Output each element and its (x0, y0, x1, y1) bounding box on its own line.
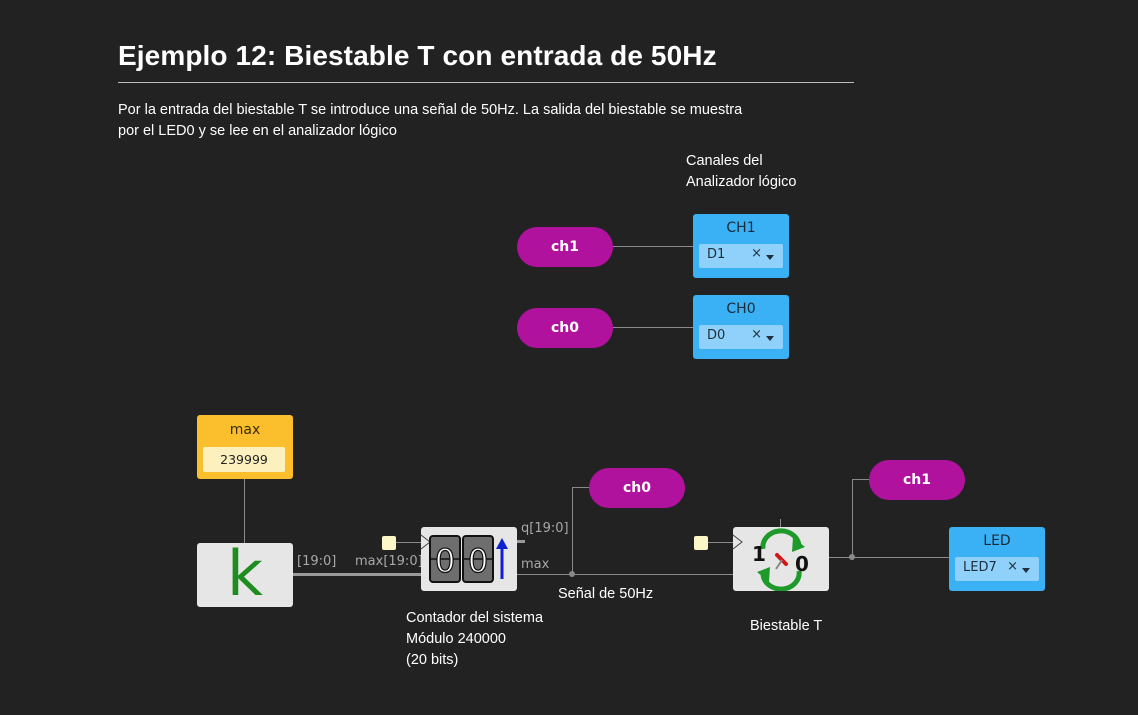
bus-label-out: [19:0] (297, 554, 337, 569)
flipflop-caption: Biestable T (750, 618, 823, 634)
wire-branch-ch0 (572, 487, 573, 574)
wire-max-to-k (244, 478, 245, 544)
chevron-down-icon[interactable] (1022, 568, 1030, 573)
clear-icon[interactable]: × (1007, 559, 1018, 574)
clear-icon[interactable]: × (751, 246, 762, 261)
wire-branch-ch0-h (572, 487, 590, 488)
wire-flipflop-top-stub (780, 519, 781, 527)
wire-clock-flipflop (708, 542, 734, 543)
counter-block[interactable]: 0 0 (421, 527, 517, 591)
clear-icon[interactable]: × (751, 327, 762, 342)
counter-icon: 0 0 (421, 534, 508, 583)
analyzer-ch0-value: D0 (707, 328, 726, 343)
wire-q-stub (516, 540, 525, 543)
counter-max-label: max (521, 557, 550, 572)
counter-digit-2: 0 (468, 542, 488, 580)
analyzer-ch0-select[interactable]: D0 × (699, 325, 783, 349)
page-title: Ejemplo 12: Biestable T con entrada de 5… (118, 40, 717, 71)
analyzer-caption-line1: Canales del (686, 153, 763, 169)
wire-clock-counter (396, 542, 422, 543)
counter-digit-1: 0 (435, 542, 455, 580)
counter-caption-line2: Módulo 240000 (406, 631, 506, 647)
led-select[interactable]: LED7 × (955, 557, 1039, 581)
wire-flipflop-to-led (828, 557, 950, 558)
constant-k-symbol: k (227, 537, 263, 610)
clock-input-flipflop[interactable] (694, 536, 708, 550)
constant-max-title: max (229, 422, 261, 438)
constant-block[interactable]: k (197, 537, 293, 610)
analyzer-ch0-title: CH0 (726, 301, 756, 317)
toggle-icon: 1 0 (733, 528, 809, 591)
analyzer-ch0-pill[interactable]: ch0 (517, 308, 613, 348)
counter-caption-line1: Contador del sistema (406, 610, 544, 626)
led-value: LED7 (963, 560, 997, 575)
counter-caption: Contador del sistema Módulo 240000 (20 b… (406, 608, 543, 671)
wire-ch0-analyzer (612, 327, 694, 328)
led-title: LED (983, 533, 1011, 549)
flipflop-right-digit: 0 (795, 552, 809, 576)
junction-dot (569, 571, 575, 577)
wire-branch-ch1-h (852, 479, 870, 480)
constant-max-value[interactable]: 239999 (203, 447, 285, 472)
junction-dot (849, 554, 855, 560)
analyzer-caption: Canales del Analizador lógico (686, 151, 796, 193)
analyzer-ch1-pill[interactable]: ch1 (517, 227, 613, 267)
wire-ch1-analyzer (612, 246, 694, 247)
analyzer-ch1-box[interactable]: CH1 D1 × (693, 214, 789, 278)
title-divider (118, 82, 854, 83)
flipflop-left-digit: 1 (752, 542, 766, 566)
led-box[interactable]: LED LED7 × (949, 527, 1045, 591)
constant-max-box[interactable]: max 239999 (197, 415, 293, 479)
flipflop-t-block[interactable]: 1 0 (733, 527, 829, 591)
wire-branch-ch1 (852, 479, 853, 557)
circuit-ch1-pill[interactable]: ch1 (869, 460, 965, 500)
bus-label-in: max[19:0] (355, 554, 423, 569)
analyzer-ch0-box[interactable]: CH0 D0 × (693, 295, 789, 359)
analyzer-ch1-select[interactable]: D1 × (699, 244, 783, 268)
analyzer-ch1-title: CH1 (726, 220, 756, 236)
signal-label: Señal de 50Hz (558, 586, 654, 602)
description: Por la entrada del biestable T se introd… (118, 102, 743, 139)
bus-k-to-counter (293, 573, 421, 576)
chevron-down-icon[interactable] (766, 336, 774, 341)
clock-input-counter[interactable] (382, 536, 396, 550)
counter-q-label: q[19:0] (521, 521, 569, 536)
chevron-down-icon[interactable] (766, 255, 774, 260)
counter-caption-line3: (20 bits) (406, 652, 459, 668)
analyzer-caption-line2: Analizador lógico (686, 174, 797, 190)
wire-max-to-flipflop (516, 574, 734, 575)
circuit-ch0-pill[interactable]: ch0 (589, 468, 685, 508)
analyzer-ch1-value: D1 (707, 247, 726, 262)
